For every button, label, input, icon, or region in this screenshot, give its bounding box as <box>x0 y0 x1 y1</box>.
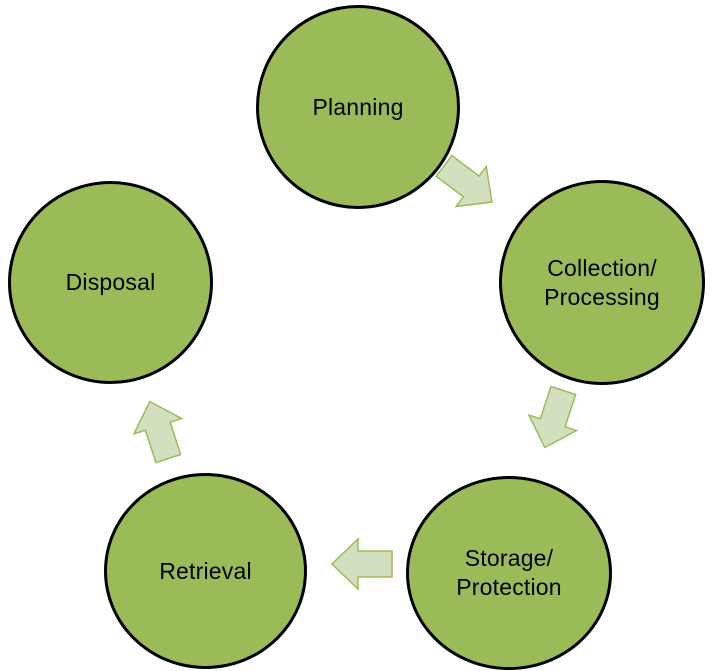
collection-to-storage-arrow-icon <box>518 380 589 458</box>
planning-node: Planning <box>256 5 460 209</box>
retrieval-label: Retrieval <box>159 557 252 584</box>
retrieval-node: Retrieval <box>104 473 307 669</box>
disposal-label: Disposal <box>65 269 156 295</box>
storage-protection-label: Storage/ Protection <box>456 545 562 600</box>
planning-label: Planning <box>312 93 404 120</box>
disposal-node: Disposal <box>8 181 213 384</box>
storage-protection-node: Storage/ Protection <box>406 476 612 670</box>
collection-processing-label: Collection/ Processing <box>544 254 660 310</box>
retrieval-to-disposal-arrow-icon <box>123 391 194 469</box>
storage-to-retrieval-arrow-icon <box>330 537 394 591</box>
collection-processing-node: Collection/ Processing <box>499 180 705 385</box>
planning-to-collection-arrow-icon <box>426 143 510 225</box>
